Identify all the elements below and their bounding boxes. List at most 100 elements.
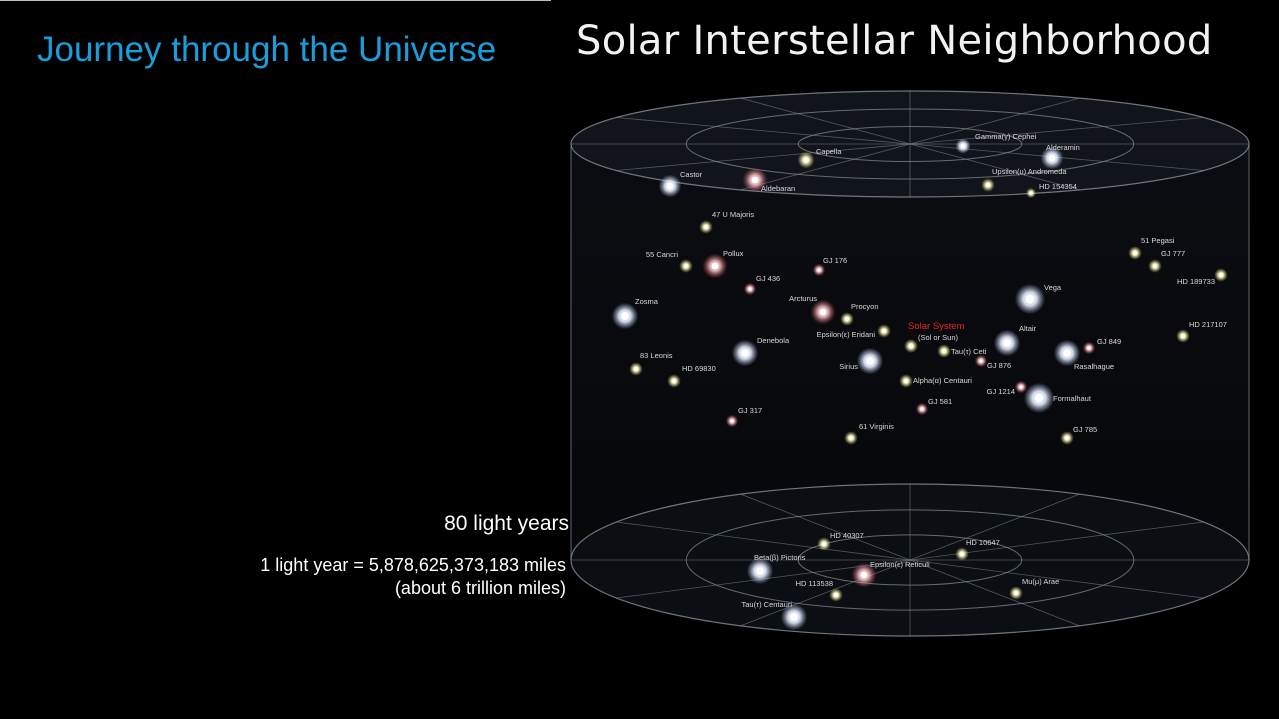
star-capella: Capella xyxy=(797,147,842,169)
star-label: HD 10647 xyxy=(966,538,1000,547)
top-disc-spoke xyxy=(909,97,1080,145)
star-core xyxy=(671,378,677,384)
star-label: HD 69830 xyxy=(682,364,716,373)
star-denebola: Denebola xyxy=(731,336,790,367)
star-core xyxy=(1003,339,1011,347)
star-label: 47 U Majoris xyxy=(712,210,754,219)
star-core xyxy=(960,143,966,149)
star-label: GJ 581 xyxy=(928,397,952,406)
star-label: Castor xyxy=(680,170,703,179)
top-disc-spoke xyxy=(616,143,911,171)
star-tau-centauri: Tau(τ) Centauri xyxy=(742,600,808,631)
star-label: HD 154354 xyxy=(1039,182,1077,191)
top-disc-spoke xyxy=(740,143,911,191)
star-core xyxy=(1180,333,1186,339)
star-gj-436: GJ 436 xyxy=(743,274,780,296)
star-core xyxy=(985,182,991,188)
star-hd-189733: HD 189733 xyxy=(1177,268,1228,286)
top-disc-spoke xyxy=(909,143,1080,191)
scale-label: 80 light years xyxy=(444,512,569,535)
star-core xyxy=(748,287,752,291)
star-label: Epsilon(ε) Reticuli xyxy=(870,560,930,569)
star-pollux: Pollux xyxy=(702,249,744,279)
light-year-approximation: (about 6 trillion miles) xyxy=(394,578,566,598)
star-core xyxy=(903,378,909,384)
star-label: GJ 317 xyxy=(738,406,762,415)
star-field: Gamma(γ) CepheiAlderaminCapellaCastorAld… xyxy=(611,132,1228,631)
star-core xyxy=(621,312,629,320)
bottom-disc-spoke xyxy=(909,559,1204,599)
star-label: 61 Virginis xyxy=(859,422,894,431)
star-core xyxy=(633,366,639,372)
star-epsilon-eridani: Epsilon(ε) Eridani xyxy=(817,324,891,339)
star-gj-876: GJ 876 xyxy=(974,354,1011,370)
star-label: Vega xyxy=(1044,283,1062,292)
star-core xyxy=(1034,393,1044,403)
light-year-conversion: 1 light year = 5,878,625,373,183 miles xyxy=(260,555,566,575)
star-label: Arcturus xyxy=(789,294,817,303)
star-arcturus: Arcturus xyxy=(789,294,836,325)
star-gj-581: GJ 581 xyxy=(915,397,952,416)
star-tau-ceti: Tau(τ) Ceti xyxy=(937,344,987,358)
star-formalhaut: Formalhaut xyxy=(1023,382,1092,414)
star-core xyxy=(881,328,887,334)
star-label: 51 Pegasi xyxy=(1141,236,1175,245)
star-gj-785: GJ 785 xyxy=(1060,425,1097,445)
star-core xyxy=(683,263,689,269)
star-core xyxy=(833,592,839,598)
bottom-disc-spoke xyxy=(740,493,911,561)
star-vega: Vega xyxy=(1014,283,1062,315)
star-label: Tau(τ) Ceti xyxy=(951,347,987,356)
star-51-pegasi: 51 Pegasi xyxy=(1128,236,1175,260)
star-core xyxy=(703,224,709,230)
star-core xyxy=(790,613,798,621)
star-core xyxy=(756,567,764,575)
top-divider-line xyxy=(0,0,551,1)
neighborhood-cylinder: Gamma(γ) CepheiAlderaminCapellaCastorAld… xyxy=(570,90,1250,637)
star-label: HD 113538 xyxy=(796,579,833,588)
star-core xyxy=(803,157,809,163)
star-gj-176: GJ 176 xyxy=(812,256,847,277)
star-55-cancri: 55 Cancri xyxy=(646,250,693,273)
star-core xyxy=(1025,294,1035,304)
star-label: GJ 777 xyxy=(1161,249,1185,258)
star-label: Sirius xyxy=(839,362,858,371)
star-upsilon-andromeda: Upsilon(υ) Andromeda xyxy=(981,167,1067,192)
star-core xyxy=(844,316,850,322)
star-label: Epsilon(ε) Eridani xyxy=(817,330,876,339)
star-label: HD 40307 xyxy=(830,531,864,540)
star-core xyxy=(1132,250,1138,256)
star-alpha-centauri: Alpha(α) Centauri xyxy=(899,374,972,388)
star-label: GJ 436 xyxy=(756,274,780,283)
star-gj-317: GJ 317 xyxy=(725,406,762,428)
star-epsilon-reticuli: Epsilon(ε) Reticuli xyxy=(851,560,930,588)
star-core xyxy=(817,268,821,272)
star-altair: Altair xyxy=(993,324,1037,357)
star-hd-113538: HD 113538 xyxy=(796,579,843,602)
star-castor: Castor xyxy=(658,170,703,198)
star-label: GJ 1214 xyxy=(987,387,1015,396)
star-core xyxy=(1218,272,1224,278)
star-gj-849: GJ 849 xyxy=(1082,337,1121,355)
star-gj-777: GJ 777 xyxy=(1148,249,1185,273)
star-hd-154354: HD 154354 xyxy=(1025,182,1077,199)
star-gamma-cephei: Gamma(γ) Cephei xyxy=(955,132,1037,154)
star-core xyxy=(821,541,827,547)
solar-system-sublabel: (Sol or Sun) xyxy=(918,333,959,342)
star-core xyxy=(1019,385,1023,389)
star-alderamin: Alderamin xyxy=(1040,143,1080,170)
star-label: Alderamin xyxy=(1046,143,1080,152)
slide-title: Journey through the Universe xyxy=(37,30,497,69)
star-label: Beta(β) Pictoris xyxy=(754,553,806,562)
solar-system-marker: Solar System(Sol or Sun) xyxy=(904,321,965,353)
star-core xyxy=(979,359,983,363)
star-core xyxy=(1064,435,1070,441)
star-label: Rasalhague xyxy=(1074,362,1114,371)
star-label: Gamma(γ) Cephei xyxy=(975,132,1037,141)
star-core xyxy=(959,551,965,557)
star-hd-10647: HD 10647 xyxy=(955,538,1000,561)
star-gj-1214: GJ 1214 xyxy=(987,380,1028,396)
star-label: Mu(μ) Arae xyxy=(1022,577,1059,586)
figure-title: Solar Interstellar Neighborhood xyxy=(576,18,1213,64)
